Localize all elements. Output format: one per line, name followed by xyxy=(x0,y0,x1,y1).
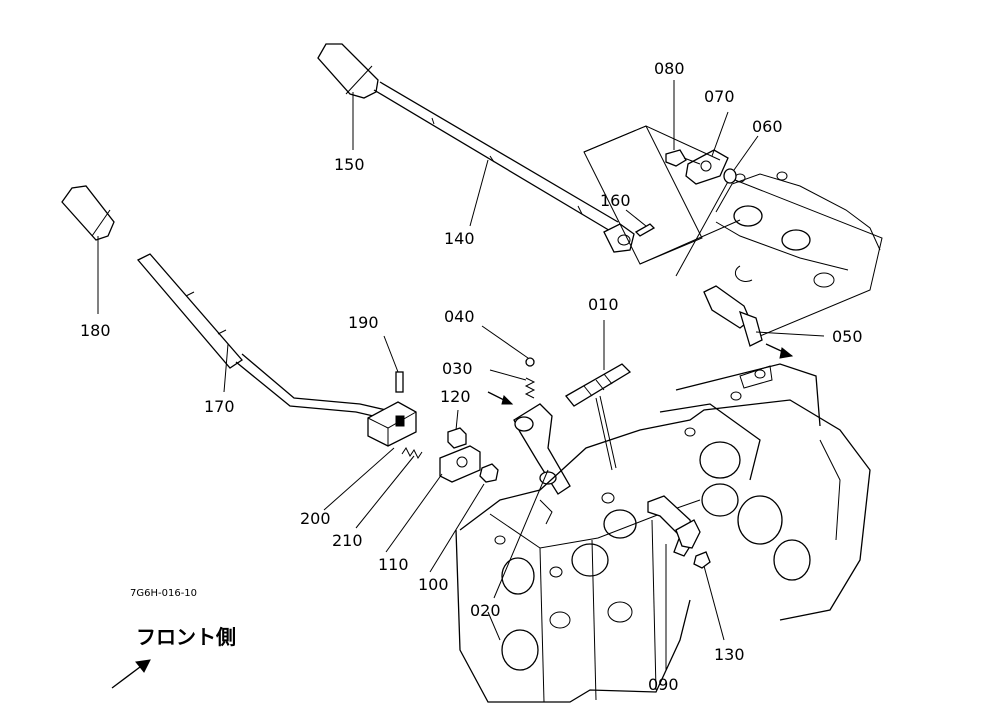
lower-shift-lever xyxy=(61,185,499,483)
callout-120: 120 xyxy=(440,387,471,406)
callout-030: 030 xyxy=(442,359,473,378)
top-cover-assembly xyxy=(583,125,883,359)
callout-130: 130 xyxy=(714,645,745,664)
part-callouts: 150 140 160 180 170 190 200 210 110 100 … xyxy=(80,59,863,694)
callout-090: 090 xyxy=(648,675,679,694)
callout-190: 190 xyxy=(348,313,379,332)
upper-shift-lever xyxy=(317,43,703,265)
callout-160: 160 xyxy=(600,191,631,210)
front-side-arrow xyxy=(111,659,151,689)
transmission-case xyxy=(455,363,871,703)
callout-010: 010 xyxy=(588,295,619,314)
callout-180: 180 xyxy=(80,321,111,340)
leader-lines xyxy=(97,80,825,670)
callout-110: 110 xyxy=(378,555,409,574)
callout-150: 150 xyxy=(334,155,365,174)
callout-070: 070 xyxy=(704,87,735,106)
callout-210: 210 xyxy=(332,531,363,550)
shift-shaft-assembly xyxy=(487,357,632,495)
front-side-label: フロント側 xyxy=(136,625,236,649)
callout-080: 080 xyxy=(654,59,685,78)
callout-040: 040 xyxy=(444,307,475,326)
callout-050: 050 xyxy=(832,327,863,346)
callout-100: 100 xyxy=(418,575,449,594)
callout-060: 060 xyxy=(752,117,783,136)
callout-020: 020 xyxy=(470,601,501,620)
callout-200: 200 xyxy=(300,509,331,528)
callout-140: 140 xyxy=(444,229,475,248)
callout-170: 170 xyxy=(204,397,235,416)
drawing-code: 7G6H-016-10 xyxy=(130,588,197,599)
